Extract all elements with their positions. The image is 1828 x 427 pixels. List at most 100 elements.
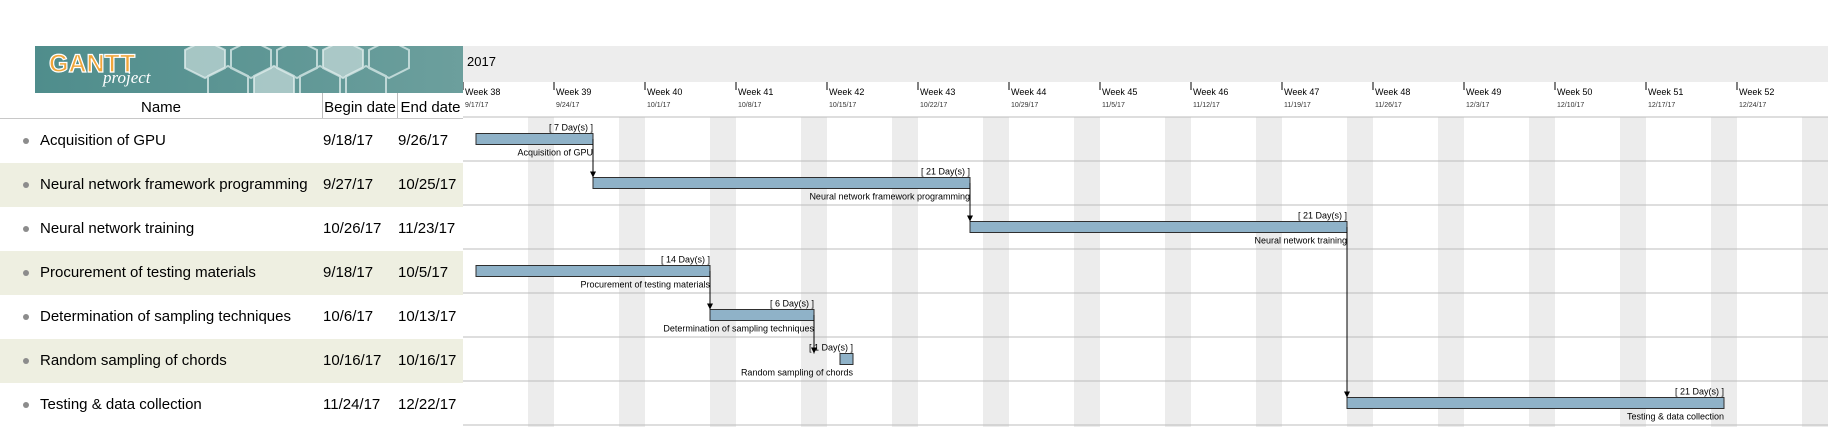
column-header-begin-date[interactable]: Begin date [323, 93, 398, 118]
week-date-label: 10/22/17 [920, 102, 947, 109]
task-name: Procurement of testing materials [40, 264, 256, 281]
dependency-arrowhead-icon [967, 215, 973, 222]
task-end-date: 10/5/17 [398, 264, 449, 281]
task-duration-label: [ 21 Day(s) ] [1298, 211, 1347, 221]
task-bar-label: Testing & data collection [1627, 412, 1724, 422]
task-end-date: 12/22/17 [398, 396, 457, 413]
task-begin-date: 9/27/17 [323, 176, 374, 193]
weekend-column [892, 117, 918, 427]
week-label: Week 43 [920, 87, 955, 97]
week-date-label: 12/17/17 [1648, 102, 1675, 109]
week-date-label: 11/12/17 [1193, 102, 1220, 109]
dependency-arrowhead-icon [1344, 391, 1350, 398]
task-begin-date: 9/18/17 [323, 264, 374, 281]
task-end-date: 10/13/17 [398, 308, 457, 325]
task-bullet-icon [23, 138, 29, 144]
week-date-label: 11/19/17 [1284, 102, 1311, 109]
task-bullet-icon [23, 226, 29, 232]
task-begin-date: 10/16/17 [323, 352, 382, 369]
week-date-label: 10/15/17 [829, 102, 856, 109]
week-label: Week 38 [465, 87, 500, 97]
task-begin-date: 10/26/17 [323, 220, 382, 237]
week-date-label: 12/3/17 [1466, 102, 1489, 109]
dependency-arrowhead-icon [707, 303, 713, 310]
task-bar[interactable] [839, 353, 854, 365]
weekend-column [1620, 117, 1646, 427]
task-bar[interactable] [1346, 397, 1725, 409]
weekend-column [1165, 117, 1191, 427]
logo-sub-text: project [102, 68, 152, 87]
task-duration-label: [ 7 Day(s) ] [549, 123, 593, 133]
weekend-column [1529, 117, 1555, 427]
task-begin-date: 11/24/17 [323, 396, 381, 413]
week-date-label: 9/17/17 [465, 102, 488, 109]
weekend-column [801, 117, 827, 427]
week-date-label: 11/5/17 [1102, 102, 1125, 109]
week-label: Week 52 [1739, 87, 1774, 97]
week-date-label: 10/8/17 [738, 102, 761, 109]
task-end-date: 10/25/17 [398, 176, 457, 193]
task-bullet-icon [23, 182, 29, 188]
column-header-name[interactable]: Name [0, 93, 323, 118]
task-end-date: 9/26/17 [398, 132, 449, 149]
week-label: Week 47 [1284, 87, 1319, 97]
task-end-date: 10/16/17 [398, 352, 457, 369]
task-bar-label: Determination of sampling techniques [663, 324, 814, 334]
task-row[interactable]: Random sampling of chords 10/16/17 10/16… [0, 339, 463, 383]
task-row[interactable]: Determination of sampling techniques 10/… [0, 295, 463, 339]
week-label: Week 50 [1557, 87, 1592, 97]
task-bar-label: Acquisition of GPU [517, 148, 593, 158]
task-end-date: 11/23/17 [398, 220, 456, 237]
week-date-label: 10/1/17 [647, 102, 670, 109]
week-label: Week 40 [647, 87, 682, 97]
week-date-label: 12/10/17 [1557, 102, 1584, 109]
task-begin-date: 9/18/17 [323, 132, 374, 149]
week-label: Week 46 [1193, 87, 1228, 97]
column-header-end-date[interactable]: End date [400, 99, 461, 116]
task-name: Random sampling of chords [40, 352, 227, 369]
task-row[interactable]: Procurement of testing materials 9/18/17… [0, 251, 463, 295]
week-date-label: 9/24/17 [556, 102, 579, 109]
task-bar[interactable] [969, 221, 1348, 233]
week-label: Week 39 [556, 87, 591, 97]
weekend-column [1802, 117, 1828, 427]
task-row[interactable]: Testing & data collection 11/24/17 12/22… [0, 383, 463, 427]
weekend-column [1347, 117, 1373, 427]
week-label: Week 44 [1011, 87, 1046, 97]
task-bar-label: Neural network framework programming [809, 192, 970, 202]
timeline-year-band [463, 46, 1828, 82]
task-bar[interactable] [475, 265, 711, 277]
task-duration-label: [ 6 Day(s) ] [770, 299, 814, 309]
task-bar[interactable] [592, 177, 971, 189]
week-label: Week 41 [738, 87, 773, 97]
task-bar[interactable] [475, 133, 594, 145]
task-begin-date: 10/6/17 [323, 308, 374, 325]
task-name: Neural network framework programming [40, 176, 308, 193]
task-duration-label: [ 21 Day(s) ] [1675, 387, 1724, 397]
task-bar-label: Neural network training [1254, 236, 1347, 246]
week-label: Week 42 [829, 87, 864, 97]
task-bar[interactable] [709, 309, 815, 321]
week-date-label: 12/24/17 [1739, 102, 1766, 109]
logo-graphic: GANTT project [48, 46, 410, 93]
task-row[interactable]: Neural network training 10/26/17 11/23/1… [0, 207, 463, 251]
week-label: Week 49 [1466, 87, 1501, 97]
timeline-year-label: 2017 [467, 54, 496, 69]
task-bar-label: Random sampling of chords [741, 368, 854, 378]
ganttproject-logo: GANTT project [35, 46, 463, 93]
weekend-column [1711, 117, 1737, 427]
task-duration-label: [ 14 Day(s) ] [661, 255, 710, 265]
weekend-column [1256, 117, 1282, 427]
weekend-column [983, 117, 1009, 427]
week-date-label: 11/26/17 [1375, 102, 1402, 109]
weekend-column [1438, 117, 1464, 427]
task-row[interactable]: Neural network framework programming 9/2… [0, 163, 463, 207]
week-label: Week 48 [1375, 87, 1410, 97]
task-name: Testing & data collection [40, 396, 202, 413]
task-duration-label: [ 21 Day(s) ] [921, 167, 970, 177]
task-table: GANTT project Name Begin date End date A… [0, 46, 463, 427]
task-row[interactable]: Acquisition of GPU 9/18/17 9/26/17 [0, 119, 463, 163]
task-name: Neural network training [40, 220, 195, 237]
